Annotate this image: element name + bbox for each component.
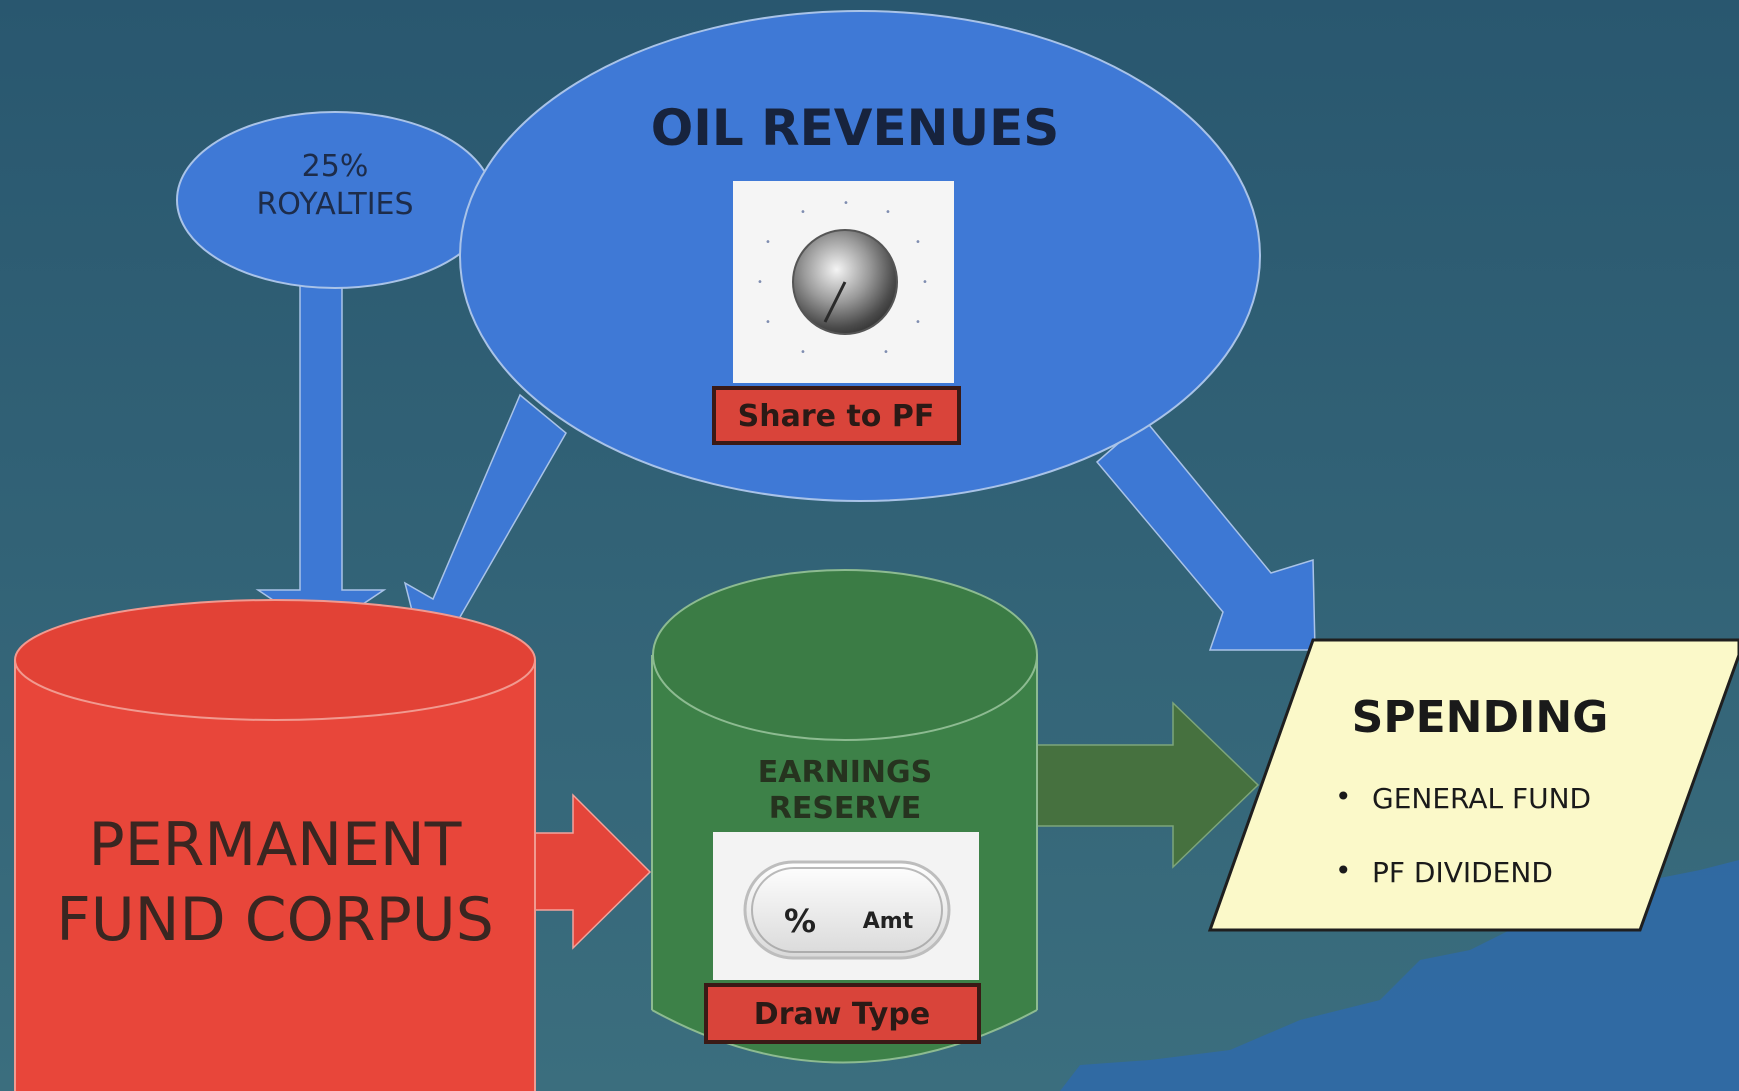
reserve-to-spending-arrow: [1034, 701, 1260, 869]
dial-tick-marks: • • • • • • • • • • •: [757, 198, 928, 358]
spending-bullet-2: •: [1335, 854, 1352, 887]
svg-text:•: •: [915, 237, 921, 248]
svg-text:•: •: [765, 317, 771, 328]
svg-text:•: •: [915, 317, 921, 328]
svg-text:•: •: [800, 207, 806, 218]
svg-text:•: •: [883, 347, 889, 358]
spending-item-pf-dividend: PF DIVIDEND: [1372, 856, 1553, 889]
spending-bullet-1: •: [1335, 780, 1352, 813]
earnings-reserve-cylinder: EARNINGS RESERVE % Amt Draw Type: [651, 569, 1038, 1064]
draw-type-toggle-switch[interactable]: [743, 860, 951, 960]
corpus-to-reserve-arrow: [529, 793, 652, 950]
spending-shape: [1207, 638, 1739, 932]
corpus-title-line1: PERMANENT: [89, 810, 462, 880]
svg-text:•: •: [800, 347, 806, 358]
svg-text:•: •: [757, 277, 763, 288]
cylinder-top: [14, 599, 536, 721]
spending-box: SPENDING • GENERAL FUND • PF DIVIDEND: [1207, 638, 1739, 932]
royalties-label: ROYALTIES: [256, 187, 413, 222]
royalties-percent: 25%: [302, 149, 369, 184]
share-to-pf-label-box: [712, 386, 961, 445]
spending-item-general-fund: GENERAL FUND: [1372, 782, 1591, 815]
toggle-percent-option[interactable]: %: [784, 902, 816, 940]
permanent-fund-cylinder: PERMANENT FUND CORPUS: [14, 599, 536, 1091]
svg-text:•: •: [765, 237, 771, 248]
cylinder-body: [15, 660, 535, 1091]
draw-type-label: Draw Type: [754, 997, 930, 1032]
svg-text:•: •: [885, 207, 891, 218]
corpus-title-line2: FUND CORPUS: [56, 885, 494, 955]
oil-to-spending-arrow: [1095, 418, 1316, 651]
share-to-pf-label: Share to PF: [738, 399, 935, 434]
draw-type-label-box: [704, 983, 981, 1044]
svg-text:•: •: [922, 277, 928, 288]
svg-text:•: •: [843, 198, 849, 209]
oil-revenues-ellipse: OIL REVENUES • • • • • • • • • • • Share to PF: [459, 10, 1261, 502]
reserve-title-line2: RESERVE: [769, 791, 922, 826]
cylinder-top: [652, 569, 1038, 741]
toggle-amount-option[interactable]: Amt: [863, 909, 914, 934]
oil-revenues-title: OIL REVENUES: [651, 99, 1060, 157]
reserve-title-line1: EARNINGS: [758, 755, 932, 790]
spending-title: SPENDING: [1352, 692, 1609, 743]
royalties-ellipse: 25% ROYALTIES: [176, 111, 494, 289]
